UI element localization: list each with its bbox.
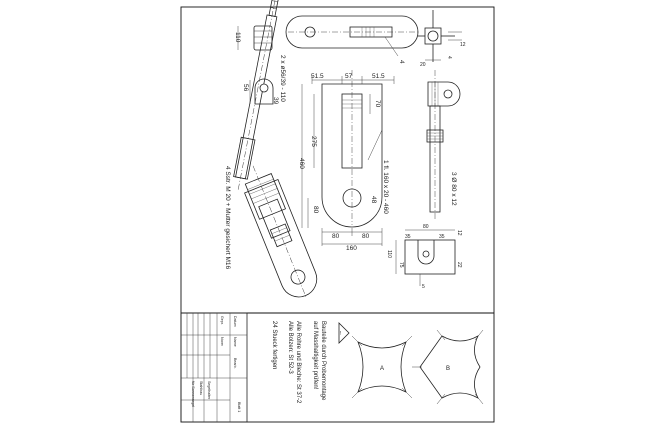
dim-35-l: 35 (405, 234, 411, 240)
flat-plate-label: 1 fl. 160 x 20 - 460 (382, 160, 389, 214)
lug-part: 56 39 (242, 78, 279, 105)
dim-80-left: 80 (312, 206, 319, 214)
dim-5: 5 (422, 284, 425, 290)
note-line-3: Alle Rohre und Bleche: St 37-2 (295, 321, 301, 404)
note-line-2: auf Masshaltigkeit prüfen! (312, 321, 318, 390)
dim-12-small: 12 (456, 230, 462, 236)
dim-57: 57 (345, 73, 353, 80)
note-line-1: Bauteile durch Probemontage (320, 321, 326, 401)
tb-drawing-no: Blatt 1 (237, 402, 241, 412)
dim-51-right: 51.5 (372, 73, 385, 80)
sail-label-a: A (380, 366, 384, 372)
dim-12: 12 (460, 42, 466, 48)
assembly-view (244, 165, 318, 298)
dim-80-b2: 80 (362, 233, 370, 240)
tb-row3: Bearb. (233, 358, 237, 369)
sail-shape-b: B (412, 329, 484, 405)
bracket-part: 80 35 35 110 75 22 12 5 (386, 224, 462, 290)
side-plate-right: 3 Ø 80 x 12 (426, 70, 461, 220)
slotted-plate-top: 4 (285, 15, 420, 64)
pipe-label: 2 x ø56/39 - 110 (279, 55, 286, 102)
dim-70: 70 (374, 100, 381, 108)
tb-title2: Stahlbau (199, 381, 203, 395)
dim-56: 56 (242, 84, 249, 92)
rod-dim-label: 3 Ø 80 x 12 (450, 172, 457, 206)
dim-110-side: 110 (386, 250, 392, 258)
tb-row4: Gepr. (220, 316, 224, 325)
rod-part: 4 Sstr. M 20 + Mutter gesichert M16 (224, 0, 281, 270)
dim-4b: 4 (446, 56, 452, 59)
dim-275: 275 (310, 136, 317, 147)
rod-label: 4 Sstr. M 20 + Mutter gesichert M16 (224, 166, 231, 270)
note-line-4: Alle Bolzen: St 52-3 (287, 321, 293, 374)
tb-title1: Segelhalter (207, 381, 211, 400)
drawing-frame (180, 6, 495, 423)
title-block: Datum Name Bearb. Gepr. Norm Segelhalter… (180, 312, 248, 423)
tb-row1: Datum (233, 316, 237, 327)
dim-4a: 4 (398, 60, 405, 64)
cross-section-top: 12 20 4 (418, 10, 466, 68)
dim-160: 160 (346, 245, 357, 252)
pipe-part: 110 2 x ø56/39 - 110 (234, 25, 286, 102)
dim-80-top: 80 (423, 224, 429, 230)
dim-75: 75 (398, 262, 404, 268)
svg-text:!: ! (340, 331, 341, 337)
sail-shape-a: A (351, 335, 413, 399)
note-line-5: 24 Stueck fertigen (271, 321, 277, 369)
dim-22: 22 (456, 262, 462, 268)
dim-460: 460 (298, 158, 305, 169)
dim-39: 39 (272, 97, 279, 105)
tb-row5: Norm (220, 337, 224, 346)
dim-35-r: 35 (439, 234, 445, 240)
notes-block: Bauteile durch Probemontage auf Masshalt… (271, 321, 326, 404)
dim-20: 20 (420, 62, 426, 68)
tb-title3: für Sonnensegel (191, 381, 195, 407)
dim-80-b1: 80 (332, 233, 340, 240)
dim-110-top: 110 (234, 32, 241, 43)
dim-48: 48 (370, 196, 377, 204)
sail-label-b: B (446, 366, 450, 372)
dim-51-left: 51.5 (311, 73, 324, 80)
warning-triangle: ! (338, 322, 350, 344)
flat-plate-main: 51.5 57 51.5 70 275 460 80 48 80 80 160 … (298, 70, 395, 252)
tb-row2: Name (233, 337, 237, 347)
